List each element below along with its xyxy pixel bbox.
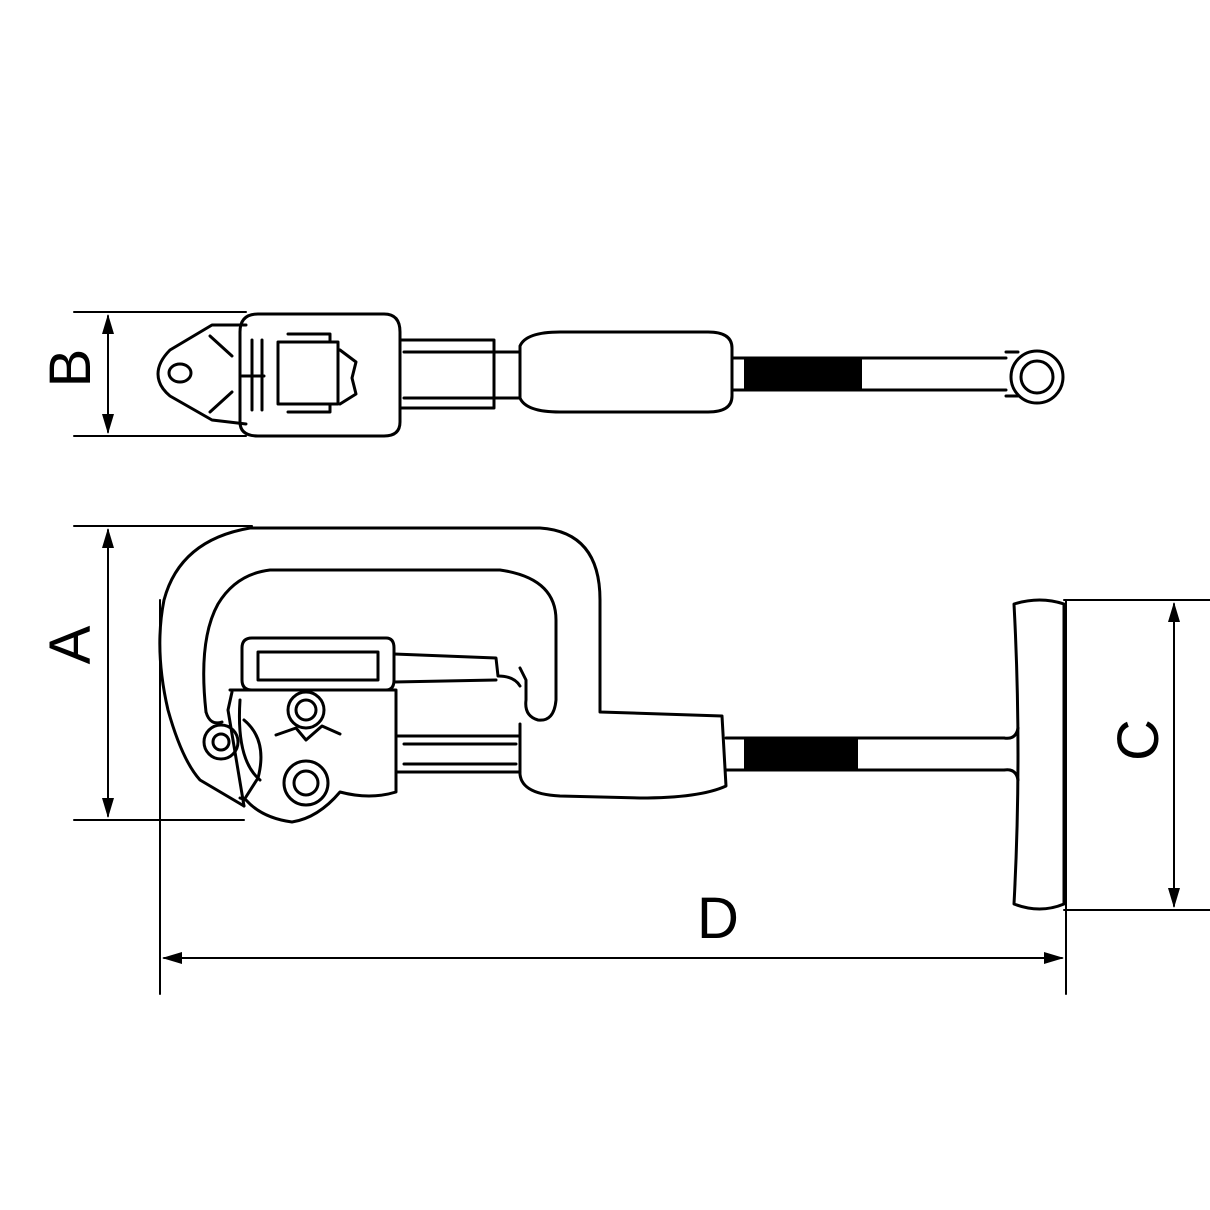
dimension-label-d: D	[697, 886, 739, 951]
dimension-label-c: C	[1106, 719, 1171, 761]
dimension-label-b: B	[38, 349, 103, 388]
dimension-label-a: A	[38, 625, 103, 664]
side-view	[158, 526, 1066, 911]
dimension-lines	[73, 311, 1210, 995]
top-view	[156, 312, 1065, 438]
